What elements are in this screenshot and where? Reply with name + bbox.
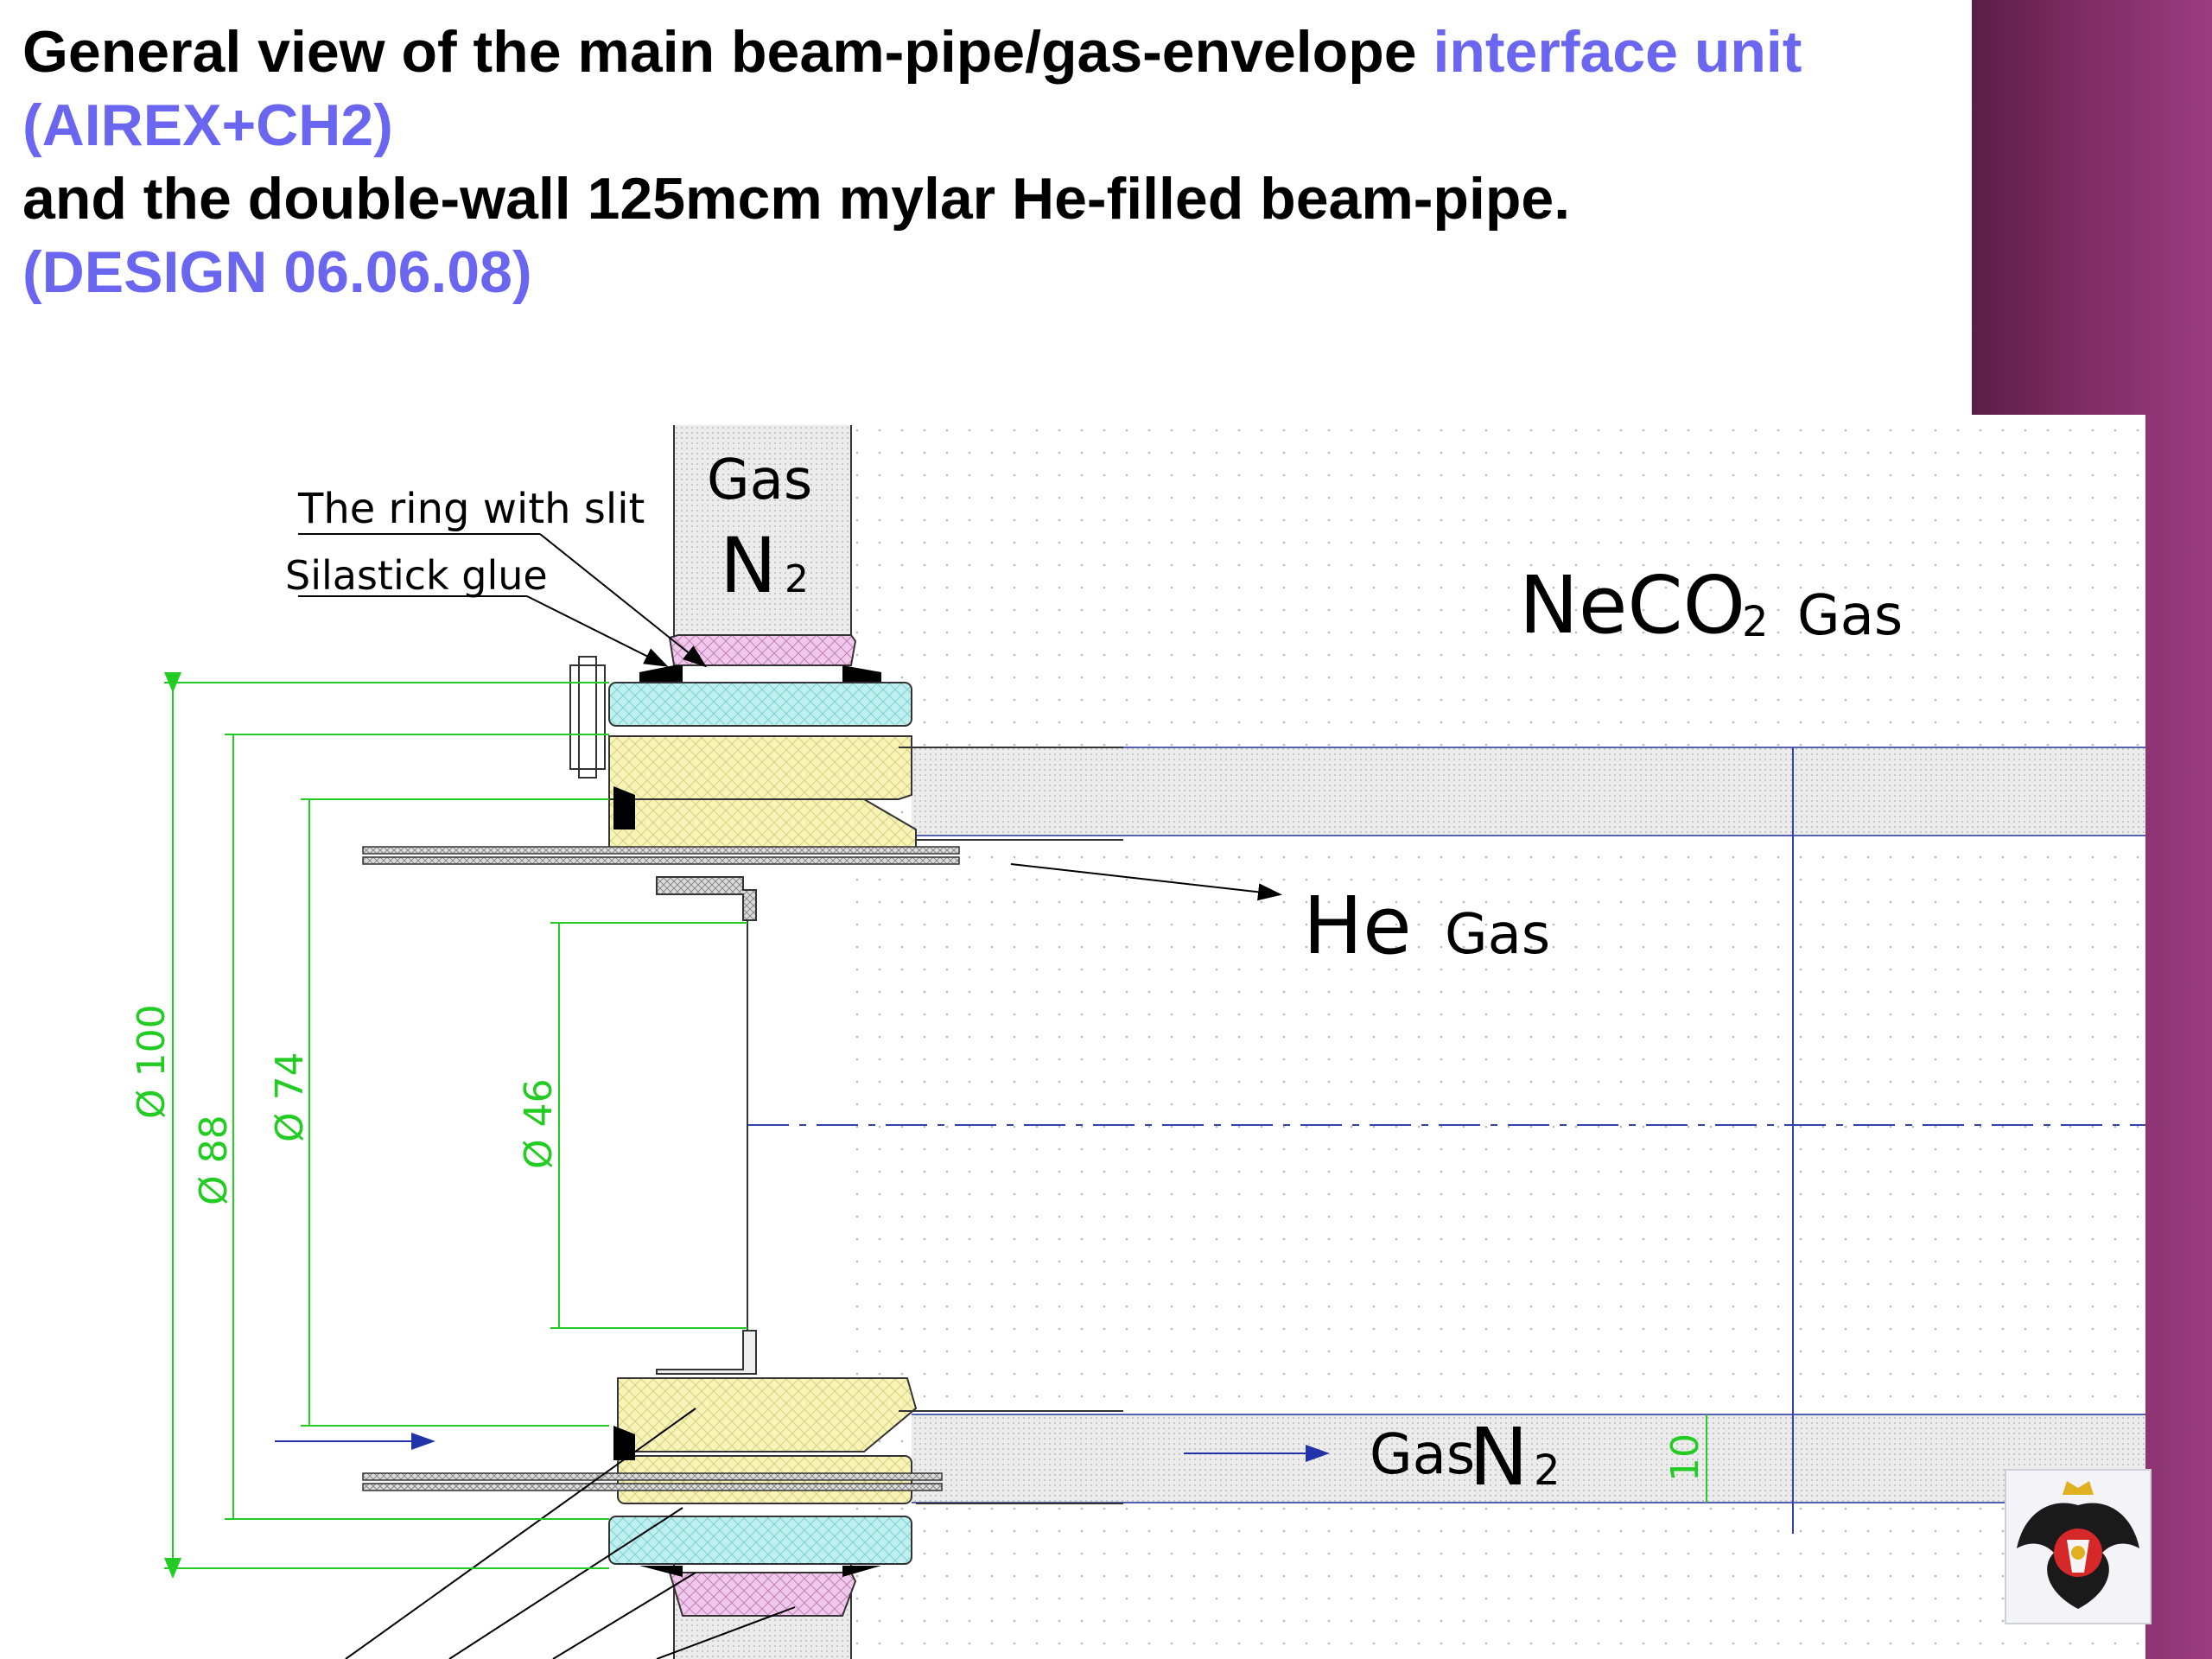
ring-with-slit-label: The ring with slit — [297, 485, 645, 533]
beam-pipe-walls — [747, 747, 2145, 1534]
title-line-3: and the double-wall 125mcm mylar He-fill… — [22, 166, 1571, 232]
lower-interface-unit — [362, 1330, 1123, 1617]
neco2-label-sub: 2 — [1742, 598, 1769, 646]
title-highlight-interface-unit: interface unit — [1433, 19, 1802, 85]
title-line-1: General view of the main beam-pipe/gas-e… — [22, 19, 1802, 85]
upper-interface-unit — [362, 634, 1123, 1331]
he-gas-label: Gas — [1445, 903, 1550, 967]
silastick-glue-label: Silastick glue — [285, 552, 548, 599]
he-label: He — [1303, 880, 1412, 972]
gas-n2-label-n: N — [720, 521, 777, 610]
slide-title: General view of the main beam-pipe/gas-e… — [22, 16, 1958, 309]
title-line-2: (AIREX+CH2) — [22, 92, 393, 158]
leader-lines — [275, 533, 1330, 1659]
dim-t10: 10 — [1663, 1433, 1707, 1482]
gas-n2-label-gas: Gas — [707, 448, 812, 512]
dimension-lines — [164, 672, 1707, 1579]
gas-n2-bottom-label-sub: 2 — [1534, 1446, 1560, 1495]
dim-d74: Ø 74 — [268, 1052, 312, 1142]
dim-d88: Ø 88 — [192, 1115, 236, 1205]
neco2-label: NeCO — [1519, 559, 1745, 652]
emblem-logo — [2005, 1469, 2152, 1624]
gas-n2-label-sub: 2 — [785, 557, 809, 601]
dim-d46: Ø 46 — [517, 1078, 561, 1169]
title-line-4: (DESIGN 06.06.08) — [22, 239, 532, 305]
gas-n2-bottom-label-gas: Gas — [1370, 1423, 1475, 1487]
gas-n2-bottom-label-n: N — [1469, 1411, 1529, 1503]
neco2-gas-label: Gas — [1797, 584, 1903, 648]
dim-d100: Ø 100 — [130, 1004, 174, 1119]
double-eagle-emblem-icon — [2017, 1481, 2139, 1609]
